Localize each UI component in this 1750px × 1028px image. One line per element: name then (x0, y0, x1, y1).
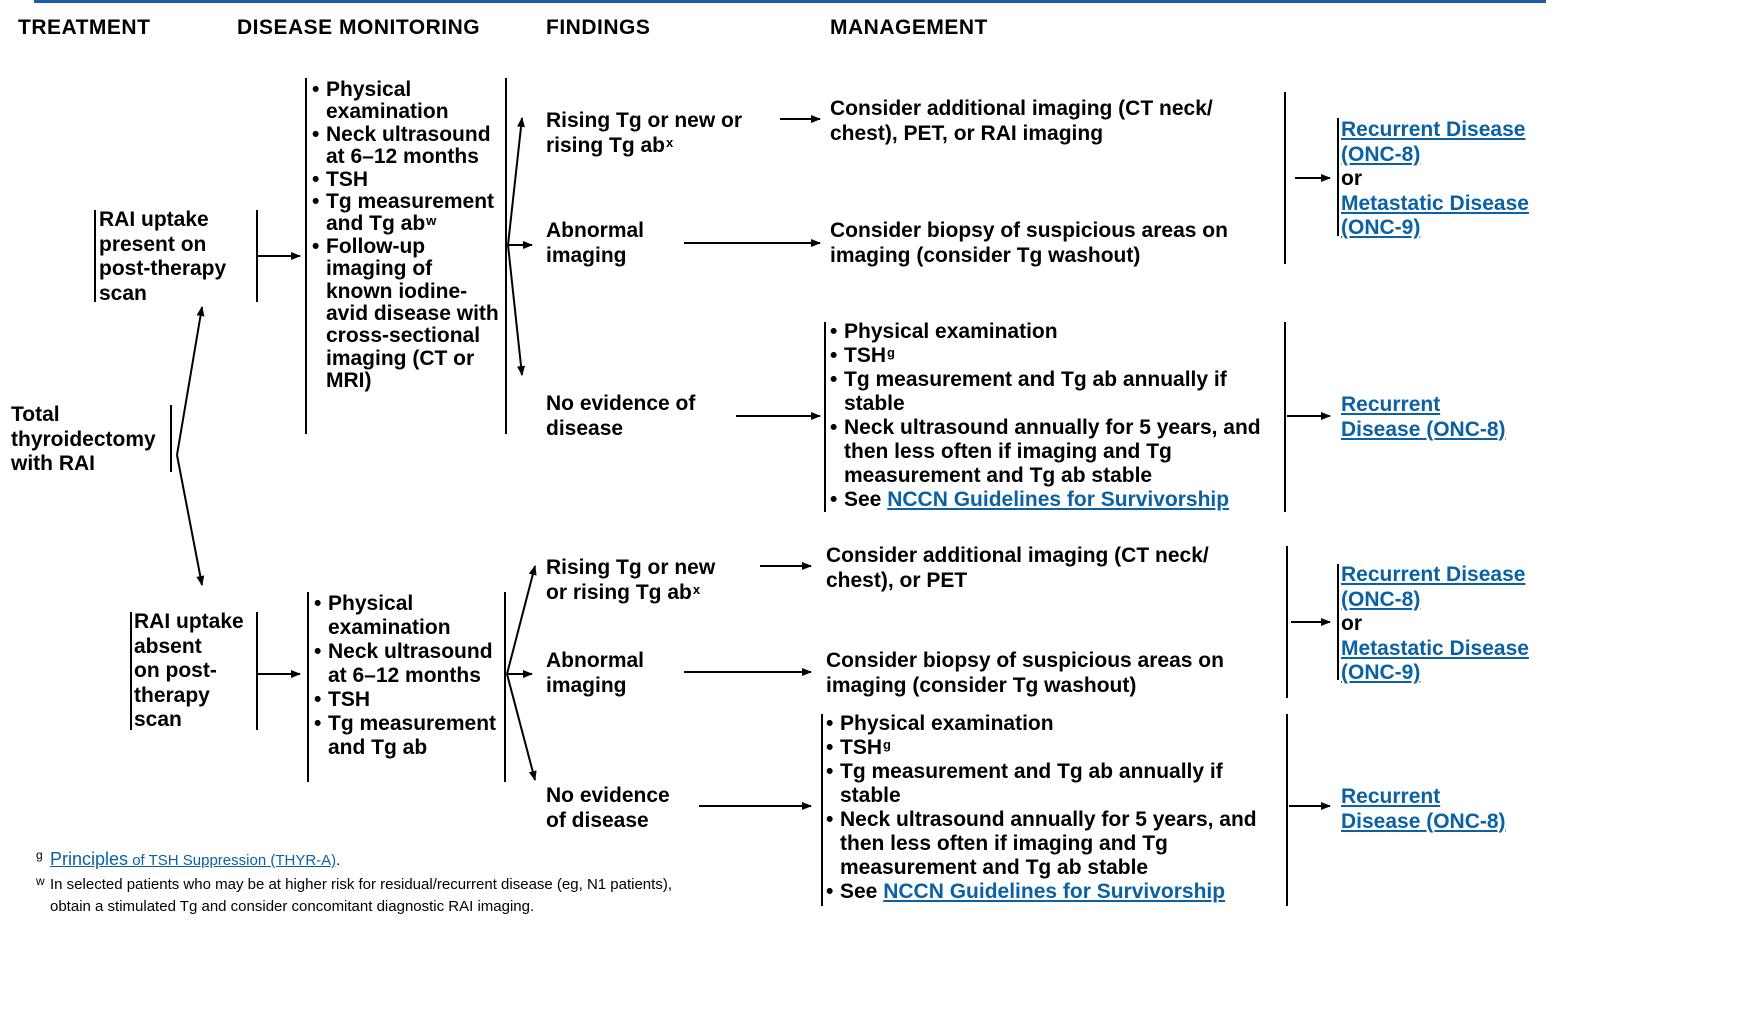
mgmt-ned-list: Physical examination TSHg Tg measurement… (823, 712, 1263, 904)
header-treatment: TREATMENT (18, 16, 151, 39)
uptake-present-line: RAI uptake (99, 208, 209, 231)
or-label: or (1341, 612, 1362, 635)
or-label: or (1341, 167, 1362, 190)
mgmt-biopsy: Consider biopsy of suspicious areas on i… (826, 649, 1224, 697)
mgmt-item: TSHg (827, 344, 1267, 368)
uptake-absent-line: scan (134, 708, 182, 731)
footnote-ref-g: g (883, 737, 891, 752)
monitoring-item: Follow-up imaging of known iodine-avid d… (309, 235, 504, 393)
finding-abnormal-imaging: Abnormal imaging (546, 219, 645, 267)
uptake-absent-line: RAI uptake (134, 610, 244, 633)
top-rule (34, 0, 1546, 3)
recurrent-disease-link[interactable]: Recurrent Disease (ONC-8) (1341, 563, 1526, 611)
mgmt-item: See NCCN Guidelines for Survivorship (823, 880, 1263, 904)
lower-monitoring-list: Physical examination Neck ultrasound at … (311, 592, 506, 760)
mgmt-item: See NCCN Guidelines for Survivorship (827, 488, 1267, 512)
recurrent-disease-link[interactable]: Recurrent Disease (ONC-8) (1341, 785, 1506, 833)
mgmt-additional-imaging: Consider additional imaging (CT neck/ ch… (830, 97, 1213, 145)
uptake-absent-line: on post- (134, 659, 217, 682)
treatment-total-thyroidectomy: Total thyroidectomy with RAI (11, 403, 156, 477)
lower-outcomes: Recurrent Disease (ONC-8) or Metastatic … (1341, 563, 1546, 686)
principles-tsh-link[interactable]: Principles (50, 849, 129, 869)
arrow-lower-ned (506, 673, 537, 781)
arrow-to-uptake-absent (176, 454, 205, 586)
rai-uptake-absent: RAI uptake absent on post- therapy scan (134, 610, 244, 733)
mgmt-item: Physical examination (823, 712, 1263, 736)
uptake-present-line: present on (99, 232, 207, 256)
footnote-period: . (336, 852, 341, 869)
footnote-ref-x: x (666, 134, 674, 150)
monitoring-item: Neck ultrasound at 6–12 months (311, 640, 506, 688)
monitoring-item: Physical examination (309, 78, 504, 124)
monitoring-item: TSH (309, 168, 504, 192)
upper-outcomes: Recurrent Disease (ONC-8) or Metastatic … (1341, 118, 1546, 241)
treatment-line-1: Total (11, 403, 60, 426)
footnote-ref-x: x (692, 581, 701, 597)
mgmt-biopsy: Consider biopsy of suspicious areas on i… (830, 219, 1228, 267)
upper-monitoring-list: Physical examination Neck ultrasound at … (309, 78, 504, 393)
finding-rising-tg: Rising Tg or new or rising Tg abx (546, 109, 743, 157)
finding-abnormal-imaging: Abnormal imaging (546, 649, 645, 697)
mgmt-item: Tg measurement and Tg ab annually if sta… (823, 760, 1263, 808)
monitoring-item: TSH (311, 688, 506, 712)
footnote-mark: g (36, 848, 43, 862)
recurrent-disease-link[interactable]: Recurrent Disease (ONC-8) (1341, 393, 1506, 441)
survivorship-link[interactable]: NCCN Guidelines for Survivorship (883, 880, 1226, 903)
header-findings: FINDINGS (546, 16, 651, 39)
mgmt-item: Neck ultrasound annually for 5 years, an… (823, 808, 1263, 880)
metastatic-disease-link[interactable]: Metastatic Disease (ONC-9) (1341, 191, 1529, 240)
mgmt-ned-list: Physical examination TSHg Tg measurement… (827, 320, 1267, 512)
survivorship-link[interactable]: NCCN Guidelines for Survivorship (887, 488, 1230, 511)
mgmt-item: Tg measurement and Tg ab annually if sta… (827, 368, 1267, 416)
mgmt-additional-imaging: Consider additional imaging (CT neck/ ch… (826, 544, 1209, 592)
principles-tsh-link-rest[interactable]: of TSH Suppression (THYR-A) (128, 852, 337, 869)
upper-ned-outcome: Recurrent Disease (ONC-8) (1341, 393, 1521, 442)
recurrent-disease-link[interactable]: Recurrent Disease (ONC-8) (1341, 118, 1526, 166)
footnote-mark: w (36, 874, 45, 888)
finding-no-evidence: No evidence of disease (546, 392, 696, 440)
mgmt-item: Physical examination (827, 320, 1267, 344)
lower-ned-outcome: Recurrent Disease (ONC-8) (1341, 785, 1521, 834)
mgmt-item: TSHg (823, 736, 1263, 760)
uptake-absent-line: absent (134, 634, 202, 658)
header-management: MANAGEMENT (830, 16, 988, 39)
footnote-w: w In selected patients who may be at hig… (36, 874, 676, 918)
monitoring-item: Tg measurement and Tg abw (309, 190, 504, 236)
monitoring-item: Neck ultrasound at 6–12 months (309, 123, 504, 169)
footnote-ref-w: w (426, 213, 437, 229)
header-disease-monitoring: DISEASE MONITORING (237, 16, 481, 39)
uptake-absent-line: therapy (134, 683, 210, 707)
finding-no-evidence: No evidence of disease (546, 784, 670, 832)
uptake-present-line: post-therapy (99, 257, 227, 280)
footnote-w-text: In selected patients who may be at highe… (50, 876, 672, 915)
uptake-present-line: scan (99, 281, 147, 305)
arrow-lower-rising (506, 565, 537, 675)
footnote-ref-g: g (887, 345, 895, 360)
arrow-to-uptake-present (176, 306, 205, 456)
monitoring-item: Physical examination (311, 592, 506, 640)
monitoring-item: Tg measurement and Tg ab (311, 712, 506, 760)
arrow-upper-rising (507, 117, 525, 246)
treatment-line-3: with RAI (11, 452, 95, 475)
treatment-line-2: thyroidectomy (11, 427, 156, 451)
finding-rising-tg: Rising Tg or new or rising Tg abx (546, 556, 716, 604)
mgmt-item: Neck ultrasound annually for 5 years, an… (827, 416, 1267, 488)
arrow-upper-ned (507, 244, 526, 376)
rai-uptake-present: RAI uptake present on post-therapy scan (99, 208, 226, 306)
footnote-g: g Principles of TSH Suppression (THYR-A)… (36, 848, 656, 872)
metastatic-disease-link[interactable]: Metastatic Disease (ONC-9) (1341, 636, 1529, 685)
